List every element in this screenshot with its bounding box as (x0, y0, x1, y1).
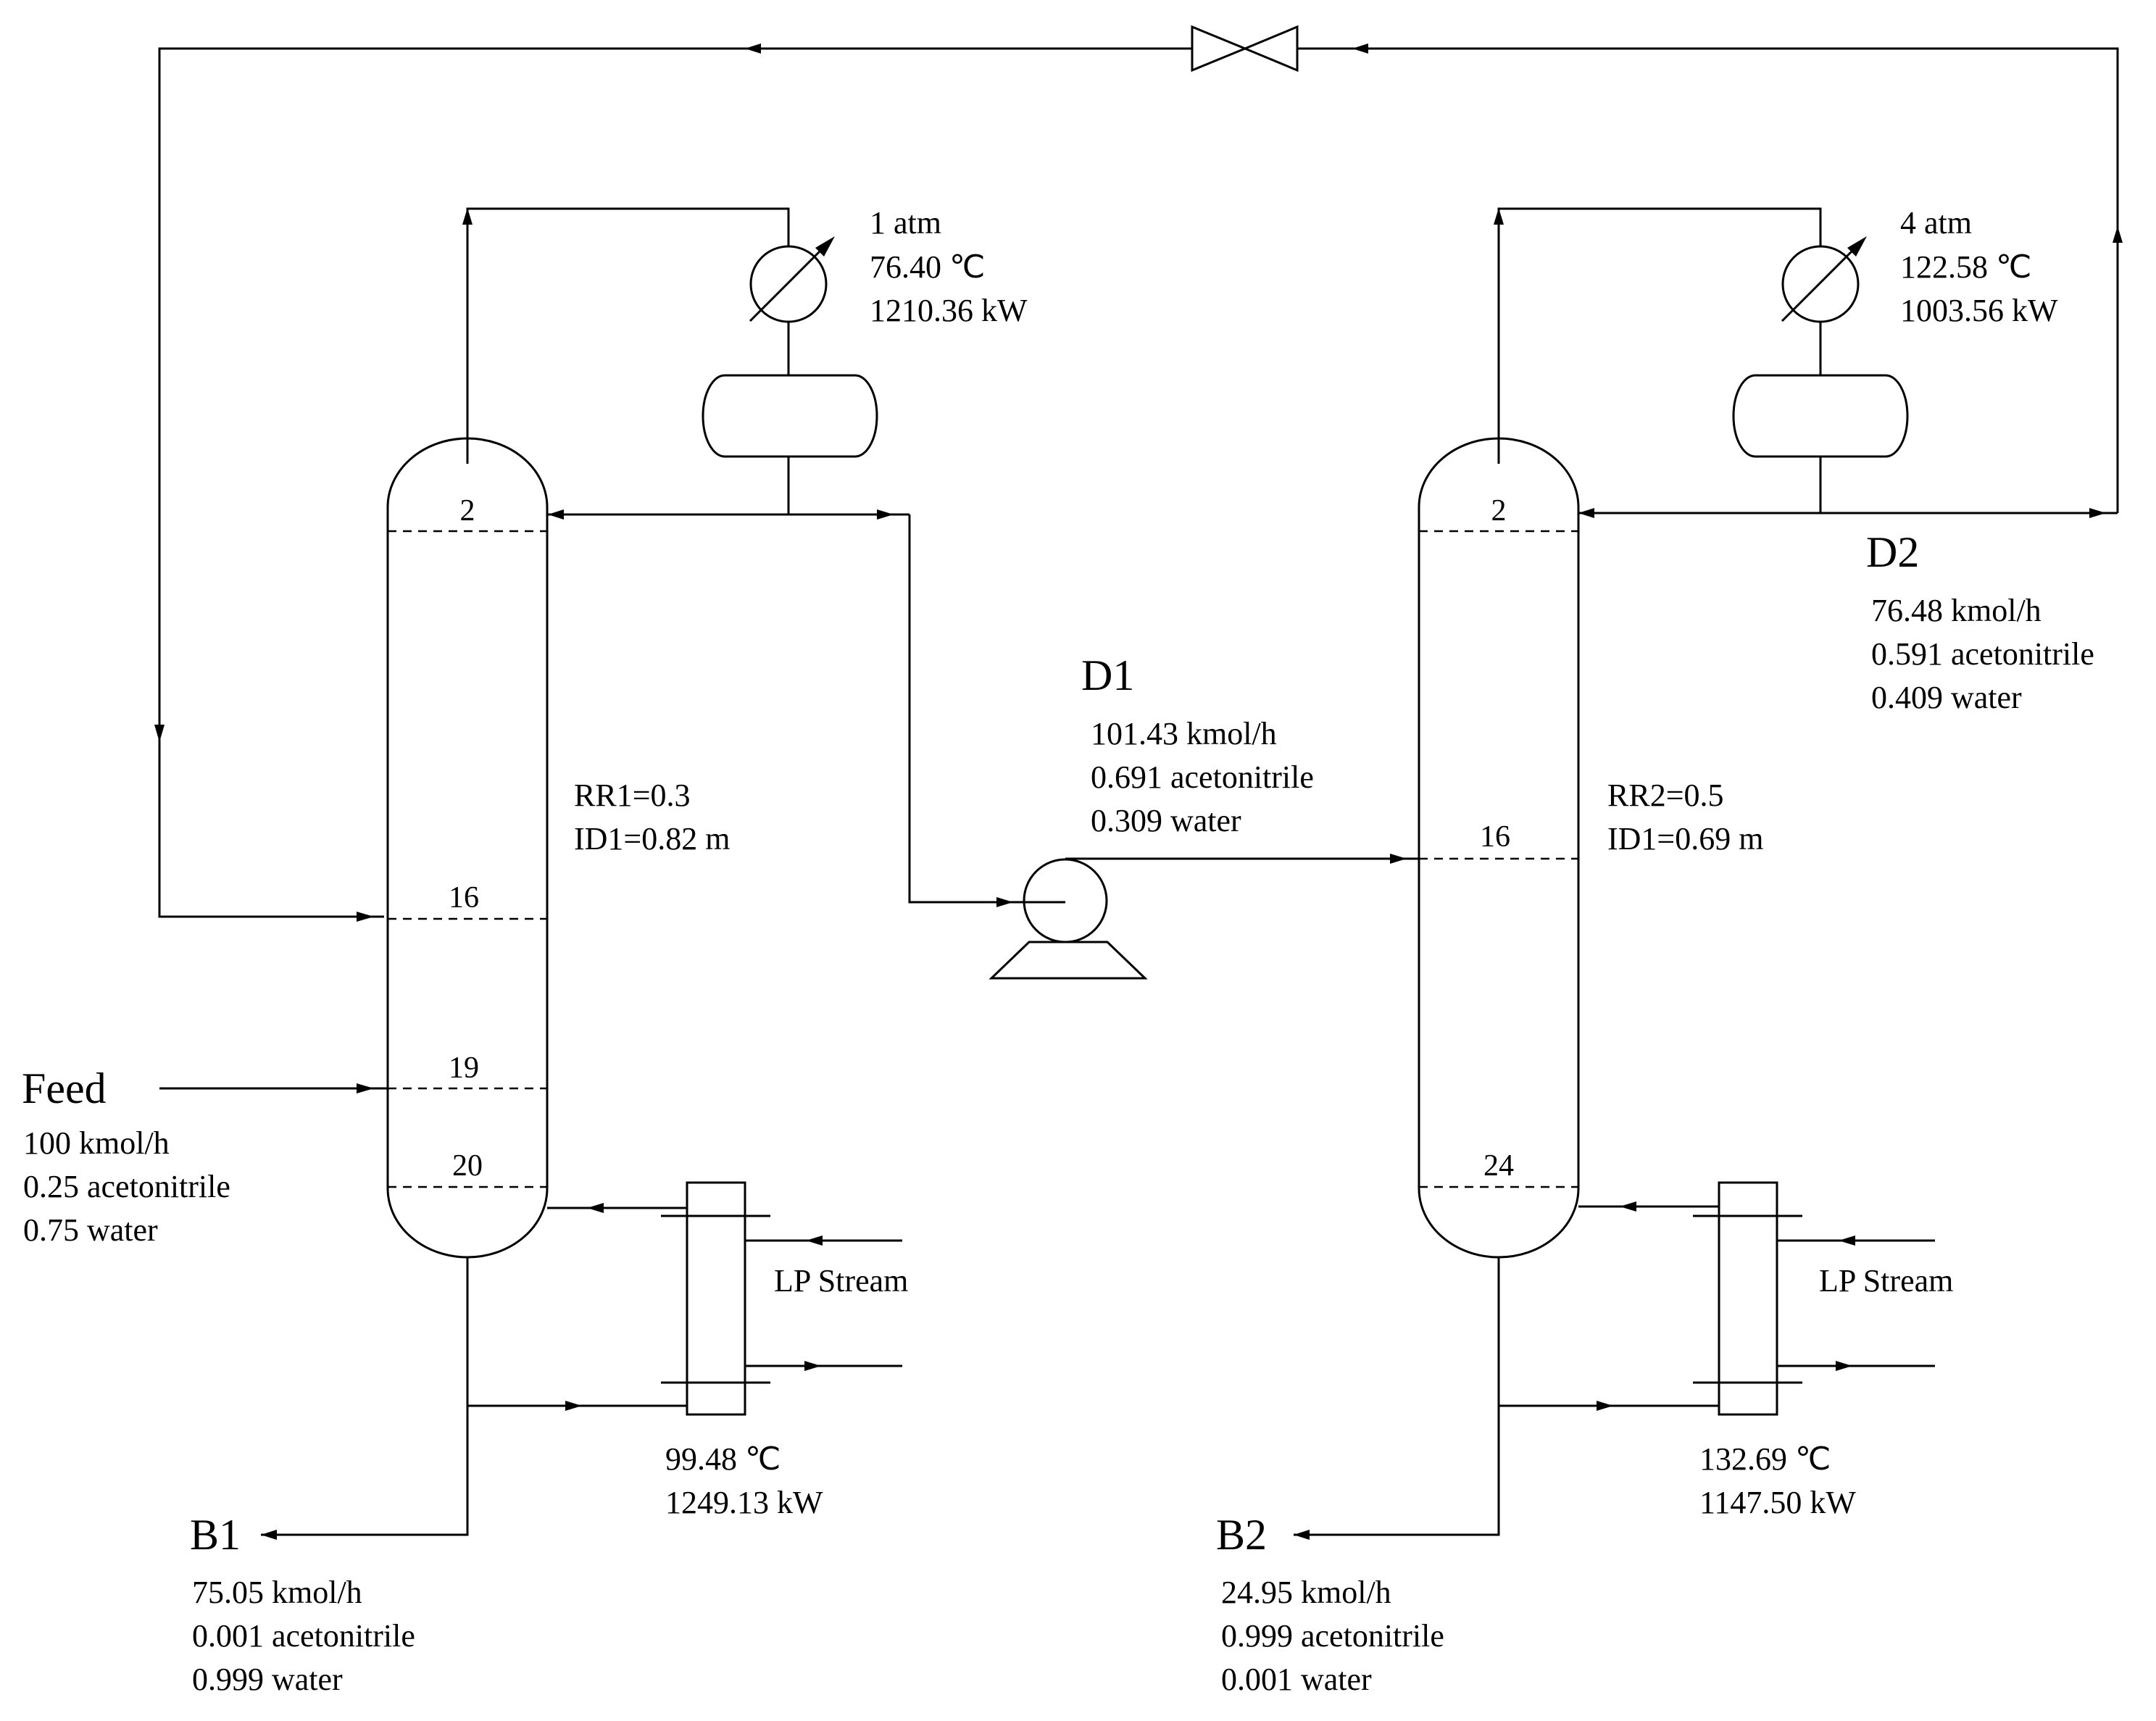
column1-tray-feed: 19 (449, 1051, 479, 1085)
pump-icon (988, 858, 1148, 980)
reboiler1-steam: LP Stream (774, 1263, 908, 1299)
reboiler2-temperature: 132.69 ℃ (1699, 1441, 1831, 1477)
reboiler2-duty: 1147.50 kW (1699, 1485, 1856, 1520)
reflux-drum-1-icon (702, 374, 878, 458)
condenser1-pressure: 1 atm (870, 205, 941, 241)
reboiler1-temperature: 99.48 ℃ (665, 1441, 781, 1477)
column1-reboiler-lines (261, 1203, 902, 1540)
d2-comp1: 0.591 acetonitrile (1871, 636, 2094, 672)
condenser1-duty: 1210.36 kW (870, 293, 1028, 328)
column2-tray-top: 2 (1491, 494, 1507, 528)
b2-flow: 24.95 kmol/h (1221, 1575, 1391, 1610)
column2-reflux-ratio: RR2=0.5 (1607, 778, 1724, 813)
d2-flow: 76.48 kmol/h (1871, 593, 2041, 628)
column1-diameter: ID1=0.82 m (574, 821, 730, 857)
condenser1-temperature: 76.40 ℃ (870, 249, 985, 285)
column1-tray-bottom: 20 (452, 1149, 483, 1183)
b2-label: B2 (1216, 1511, 1267, 1559)
d2-label: D2 (1866, 528, 1919, 576)
d2-comp2: 0.409 water (1871, 680, 2022, 715)
b1-comp2: 0.999 water (192, 1662, 343, 1697)
feed-flow: 100 kmol/h (23, 1125, 170, 1161)
feed-label: Feed (22, 1064, 107, 1112)
d1-label: D1 (1081, 651, 1134, 699)
b1-label: B1 (190, 1511, 241, 1559)
b2-comp2: 0.001 water (1221, 1662, 1372, 1697)
condenser-2-icon (1781, 236, 1867, 323)
condenser2-duty: 1003.56 kW (1900, 293, 2058, 328)
column2-tray-feed: 16 (1480, 820, 1510, 854)
d1-comp2: 0.309 water (1091, 803, 1241, 838)
column1-tray-top: 2 (460, 494, 475, 528)
column1-tray-recycle: 16 (449, 881, 479, 914)
d1-line (908, 514, 1419, 907)
condenser2-temperature: 122.58 ℃ (1900, 249, 2031, 285)
reboiler1-duty: 1249.13 kW (665, 1485, 823, 1520)
reboiler-1-icon (661, 1181, 770, 1416)
reboiler2-steam: LP Stream (1819, 1263, 1953, 1299)
d1-comp1: 0.691 acetonitrile (1091, 759, 1314, 795)
b2-comp1: 0.999 acetonitrile (1221, 1618, 1444, 1654)
b1-comp1: 0.001 acetonitrile (192, 1618, 415, 1654)
column-1 (386, 437, 549, 1259)
feed-line (159, 1083, 388, 1093)
reflux-drum-2-icon (1732, 374, 1909, 458)
b1-flow: 75.05 kmol/h (192, 1575, 362, 1610)
feed-comp2: 0.75 water (23, 1212, 158, 1248)
column2-tray-bottom: 24 (1483, 1149, 1514, 1183)
reboiler-2-icon (1693, 1181, 1802, 1416)
valve-icon (1191, 25, 1299, 72)
d1-flow: 101.43 kmol/h (1091, 716, 1277, 751)
column2-overhead-line (1494, 207, 2118, 518)
column-2 (1418, 437, 1580, 1259)
column2-diameter: ID1=0.69 m (1607, 821, 1763, 857)
feed-comp1: 0.25 acetonitrile (23, 1169, 230, 1204)
condenser2-pressure: 4 atm (1900, 205, 1972, 241)
column1-reflux-ratio: RR1=0.3 (574, 778, 691, 813)
column2-reboiler-lines (1294, 1201, 1935, 1540)
condenser-1-icon (749, 236, 835, 323)
column1-overhead-line (462, 207, 910, 520)
recycle-line (154, 43, 2123, 922)
